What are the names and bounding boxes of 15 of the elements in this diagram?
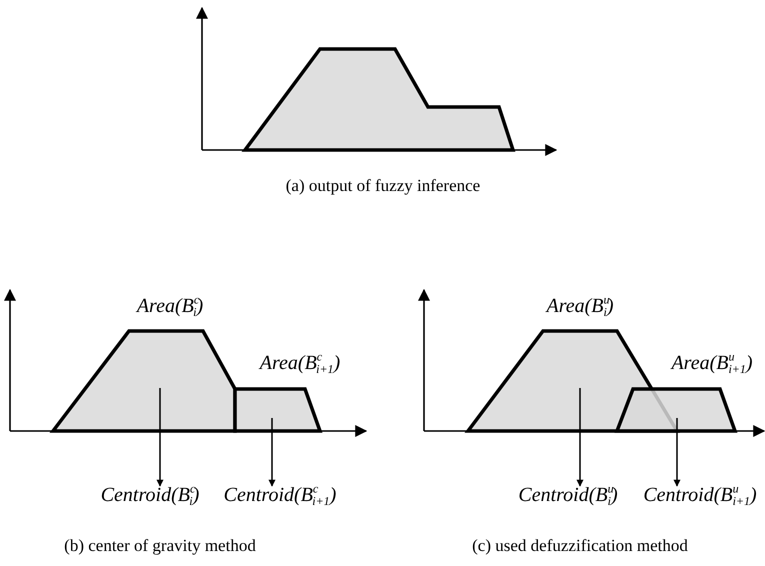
caption: (c) used defuzzification method xyxy=(472,536,688,556)
centroid-label: Centroid(B$^{u}$$_{i}$) xyxy=(518,484,618,507)
area-label: Area(B$^{u}$$_{i+1}$) xyxy=(671,352,753,375)
caption: (b) center of gravity method xyxy=(64,536,256,556)
area-label: Area(B$^{c}$$_{i}$) xyxy=(136,295,204,318)
arrow xyxy=(156,388,164,487)
centroid-label: Centroid(B$^{u}$$_{i+1}$) xyxy=(643,484,757,507)
centroid-label: Centroid(B$^{c}$$_{i}$) xyxy=(100,484,200,507)
arrow xyxy=(268,418,276,487)
caption: (a) output of fuzzy inference xyxy=(286,176,480,196)
arrow xyxy=(674,418,680,487)
centroid-label: Centroid(B$^{c}$$_{i+1}$) xyxy=(224,484,336,507)
arrow xyxy=(576,388,584,487)
area-label: Area(B$^{c}$$_{i+1}$) xyxy=(260,352,340,375)
area-label: Area(B$^{u}$$_{i}$) xyxy=(546,295,614,318)
